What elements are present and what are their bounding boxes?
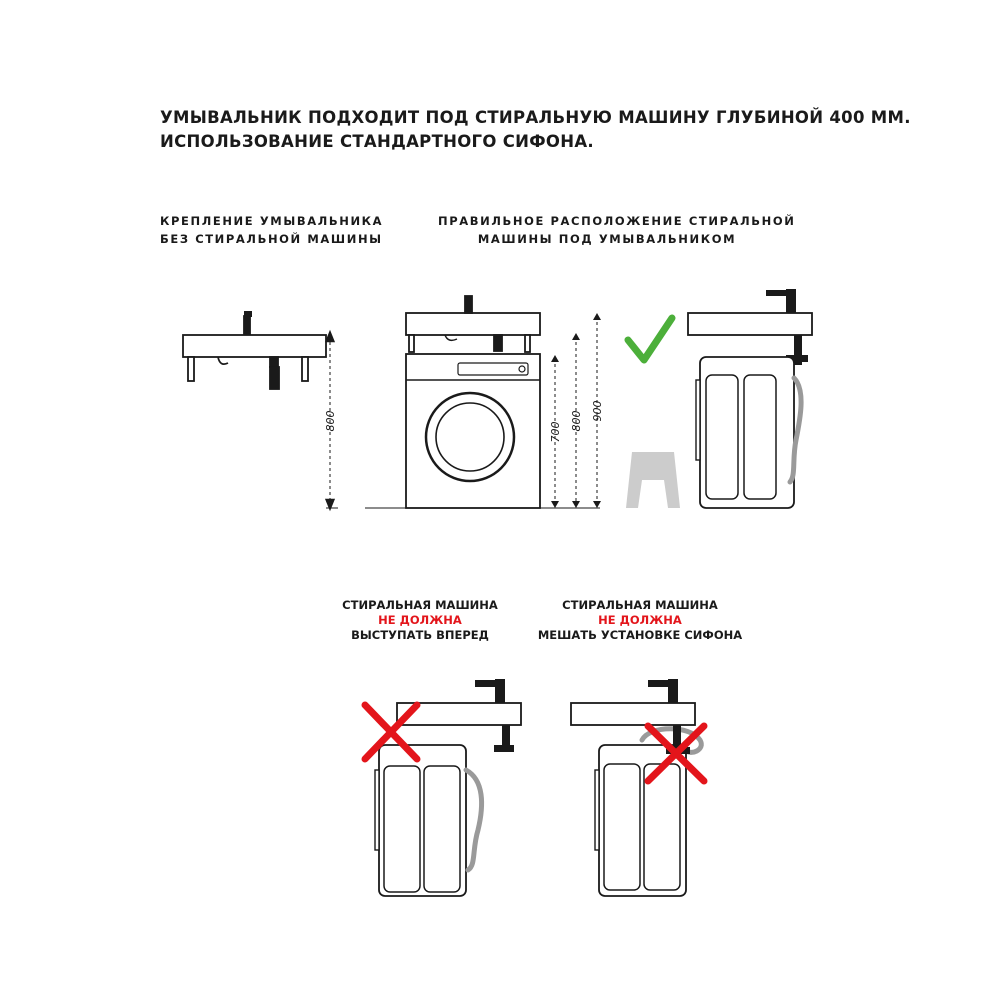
caption-correct-placement: ПРАВИЛЬНОЕ РАСПОЛОЖЕНИЕ СТИРАЛЬНОЙ МАШИН… [438,212,796,248]
wrong-siphon-diagram [570,679,708,897]
page-heading: УМЫВАЛЬНИК ПОДХОДИТ ПОД СТИРАЛЬНУЮ МАШИН… [160,106,920,154]
overflow-pipe [217,356,229,366]
check-icon [624,314,676,364]
drain-hose [463,767,485,873]
drain-hose [787,375,804,485]
siphon-icon [502,725,510,751]
dimension-lines [554,316,598,505]
stool-icon [626,452,680,508]
sink-mounting-diagram [182,311,338,512]
sink-basin [182,334,327,358]
faucet-icon [495,679,505,703]
siphon-icon [673,725,681,755]
washing-machine [598,744,687,897]
warning-1-line-2: НЕ ДОЛЖНА [378,613,462,627]
caption-mounting-without-machine: КРЕПЛЕНИЕ УМЫВАЛЬНИКА БЕЗ СТИРАЛЬНОЙ МАШ… [160,212,383,248]
warning-2-line-2: НЕ ДОЛЖНА [598,613,682,627]
sink-side [687,312,813,336]
cross-icon [644,722,708,785]
caption-right-line-2: МАШИНЫ ПОД УМЫВАЛЬНИКОМ [477,232,737,246]
warning-2-line-3: МЕШАТЬ УСТАНОВКЕ СИФОНА [537,628,743,642]
warning-1-line-1: СТИРАЛЬНАЯ МАШИНА [342,598,498,612]
heading-line-1: УМЫВАЛЬНИК ПОДХОДИТ ПОД СТИРАЛЬНУЮ МАШИН… [160,108,911,127]
sink-basin [405,312,541,336]
correct-placement-diagram [365,289,813,509]
siphon-side-icon [794,335,802,365]
washing-machine [378,744,467,897]
siphon-icon [269,366,280,390]
caption-left-line-2: БЕЗ СТИРАЛЬНОЙ МАШИНЫ [160,232,383,246]
warning-no-siphon-block: СТИРАЛЬНАЯ МАШИНА НЕ ДОЛЖНА МЕШАТЬ УСТАН… [530,598,750,643]
faucet-icon [243,315,251,335]
caption-right-line-1: ПРАВИЛЬНОЕ РАСПОЛОЖЕНИЕ СТИРАЛЬНОЙ [438,214,796,228]
heading-line-2: ИСПОЛЬЗОВАНИЕ СТАНДАРТНОГО СИФОНА. [160,132,594,151]
siphon-top [269,356,279,368]
cross-icon [361,701,421,763]
warning-1-line-3: ВЫСТУПАТЬ ВПЕРЕД [351,628,489,642]
machine-door [424,391,516,483]
warning-2-line-1: СТИРАЛЬНАЯ МАШИНА [562,598,718,612]
warning-no-protrusion: СТИРАЛЬНАЯ МАШИНА НЕ ДОЛЖНА ВЫСТУПАТЬ ВП… [330,598,510,643]
dim-label-700: 700 [549,422,562,443]
caption-left-line-1: КРЕПЛЕНИЕ УМЫВАЛЬНИКА [160,214,384,228]
machine-side [699,356,795,509]
wrong-protrusion-diagram [361,679,522,897]
faucet-icon [668,679,678,703]
dim-label-left: 800 [324,411,337,432]
bracket-left [187,356,195,382]
dim-label-900: 900 [591,401,604,422]
siphon-icon [493,334,503,352]
bracket-right [301,356,309,382]
faucet-icon [464,295,473,314]
dim-label-800: 800 [570,411,583,432]
